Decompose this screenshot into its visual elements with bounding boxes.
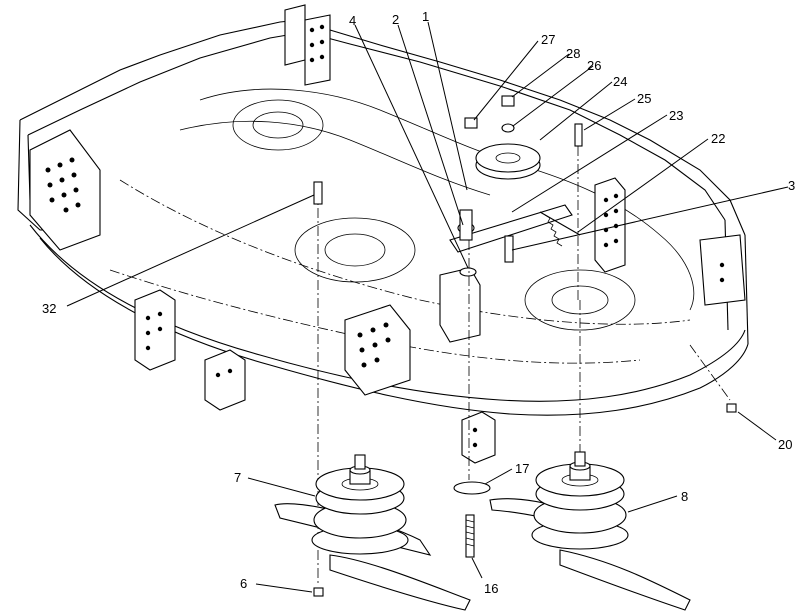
front-bracket-right bbox=[461, 411, 496, 464]
leader-32 bbox=[66, 194, 315, 307]
deck-brackets bbox=[29, 4, 746, 464]
leader-1 bbox=[427, 21, 468, 191]
fasteners bbox=[313, 181, 737, 597]
leader-28 bbox=[511, 53, 570, 98]
nut bbox=[501, 95, 515, 107]
leader-27 bbox=[473, 40, 539, 121]
leader-4 bbox=[354, 24, 469, 269]
flange-nut bbox=[464, 117, 478, 129]
leader-2 bbox=[397, 24, 464, 226]
callout-27: 27 bbox=[541, 32, 555, 47]
right-bracket bbox=[594, 177, 626, 273]
callout-3: 3 bbox=[788, 178, 795, 193]
washer bbox=[459, 267, 477, 277]
callout-25: 25 bbox=[637, 91, 651, 106]
front-bracket-left bbox=[134, 289, 176, 371]
leader-25 bbox=[583, 98, 636, 131]
callout-22: 22 bbox=[711, 131, 725, 146]
idler-spring bbox=[544, 214, 563, 247]
rear-bracket-left bbox=[29, 129, 101, 251]
locknut-20 bbox=[726, 403, 737, 413]
idler-bolt bbox=[504, 235, 514, 263]
spindle-assembly-left bbox=[274, 454, 471, 611]
leader-lines bbox=[66, 21, 789, 593]
leader-23 bbox=[511, 114, 668, 213]
leader-26 bbox=[512, 65, 594, 127]
callout-6: 6 bbox=[240, 576, 247, 591]
idler-pulley bbox=[464, 95, 583, 300]
carriage-bolt bbox=[313, 181, 323, 205]
front-bracket-center bbox=[344, 304, 411, 396]
leader-3 bbox=[511, 186, 789, 251]
leader-6 bbox=[255, 583, 313, 593]
callout-17: 17 bbox=[515, 461, 529, 476]
callout-20: 20 bbox=[778, 437, 792, 452]
spindle-mount-center bbox=[294, 217, 416, 283]
callout-8: 8 bbox=[681, 489, 688, 504]
callout-26: 26 bbox=[587, 58, 601, 73]
callout-7: 7 bbox=[234, 470, 241, 485]
leader-8 bbox=[627, 495, 678, 513]
callout-32: 32 bbox=[42, 301, 56, 316]
callout-labels: 1 2 3 4 6 7 8 16 17 20 22 23 24 25 26 27… bbox=[42, 9, 795, 596]
locknut-6 bbox=[313, 587, 324, 597]
idler-arm-assembly bbox=[439, 204, 581, 343]
flat-washer bbox=[501, 123, 515, 133]
leader-16 bbox=[471, 557, 483, 579]
leader-17 bbox=[484, 468, 513, 485]
spindle-assembly-right bbox=[489, 451, 691, 611]
callout-24: 24 bbox=[613, 74, 627, 89]
right-side-bracket bbox=[699, 234, 746, 306]
leader-22 bbox=[577, 138, 709, 233]
spacer-washer-17 bbox=[453, 481, 491, 495]
leader-24 bbox=[539, 81, 613, 141]
callout-23: 23 bbox=[669, 108, 683, 123]
callout-16: 16 bbox=[484, 581, 498, 596]
spindle-mount-left bbox=[232, 99, 324, 151]
front-bracket-mid bbox=[204, 349, 246, 411]
idler-pivot-bracket bbox=[439, 267, 481, 343]
pulley-bolt bbox=[574, 123, 583, 147]
callout-2: 2 bbox=[392, 12, 399, 27]
callout-1: 1 bbox=[422, 9, 429, 24]
bushing bbox=[459, 209, 473, 241]
callout-28: 28 bbox=[566, 46, 580, 61]
rear-bracket-top bbox=[284, 4, 331, 86]
blade-left-front bbox=[329, 554, 471, 611]
leader-7 bbox=[247, 477, 316, 497]
blade-right-front bbox=[559, 549, 691, 611]
leader-20 bbox=[737, 411, 777, 441]
callout-4: 4 bbox=[349, 13, 356, 28]
bolt-16 bbox=[465, 514, 475, 558]
idler-arm bbox=[449, 204, 573, 253]
spindle-mounts bbox=[232, 99, 636, 331]
